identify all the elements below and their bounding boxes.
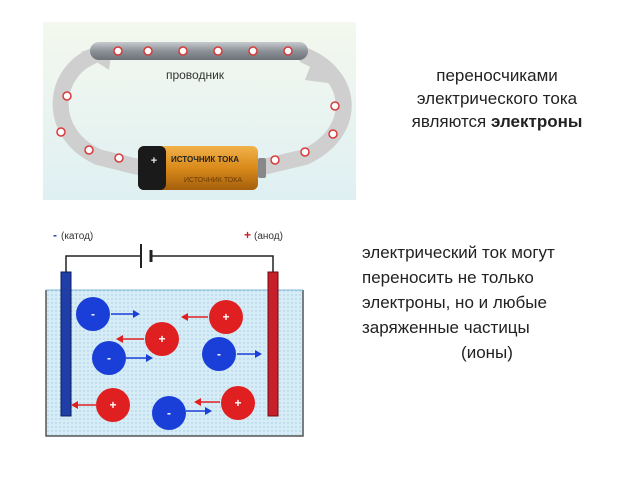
cathode-electrode bbox=[60, 271, 72, 417]
electron bbox=[300, 147, 310, 157]
ion-sign: - bbox=[217, 347, 221, 361]
ion-negative: - bbox=[152, 396, 212, 430]
anode-label: (анод) bbox=[254, 231, 283, 242]
ion-negative: - bbox=[92, 341, 153, 375]
caption-prefix: являются bbox=[411, 112, 491, 131]
caption-line: электрический ток могут bbox=[362, 243, 555, 262]
electron bbox=[62, 91, 72, 101]
electron bbox=[283, 46, 293, 56]
caption-bold-word: электроны bbox=[490, 112, 583, 131]
circuit-wire bbox=[151, 255, 274, 272]
battery-label-faded: ИСТОЧНИК ТОКА bbox=[184, 177, 242, 184]
loop-arrowhead-right bbox=[305, 54, 335, 84]
caption-electrons: переносчиками электрического тока являют… bbox=[372, 64, 622, 133]
tank-wall bbox=[45, 290, 304, 437]
electron bbox=[213, 46, 223, 56]
loop-electrons bbox=[56, 91, 340, 165]
ion-positive: + bbox=[194, 386, 255, 420]
caption-line: переносить не только bbox=[362, 268, 534, 287]
ion-negative: - bbox=[76, 297, 140, 331]
circuit-wire bbox=[65, 255, 141, 272]
cathode-sign: - bbox=[53, 228, 57, 242]
electrolysis-diagram: - (катод) + (анод) - + + - - bbox=[43, 206, 306, 442]
ion-sign: - bbox=[167, 406, 171, 420]
electron bbox=[56, 127, 66, 137]
electron bbox=[328, 129, 338, 139]
anode-electrode bbox=[267, 271, 279, 417]
electron bbox=[114, 153, 124, 163]
electron bbox=[178, 46, 188, 56]
electron bbox=[330, 101, 340, 111]
rod-electrons bbox=[113, 46, 293, 56]
ion-sign: - bbox=[91, 307, 95, 321]
caption-line: являются электроны bbox=[372, 110, 622, 133]
ion-positive: + bbox=[116, 322, 179, 356]
conductor-label: проводник bbox=[166, 68, 225, 82]
anode-sign: + bbox=[244, 228, 251, 242]
caption-line: электрического тока bbox=[416, 89, 578, 108]
electron bbox=[113, 46, 123, 56]
caption-line: электроны, но и любые bbox=[362, 293, 547, 312]
caption-ions: электрический ток могут переносить не то… bbox=[362, 240, 630, 365]
cathode-label: (катод) bbox=[61, 231, 93, 242]
electron bbox=[248, 46, 258, 56]
ion-negative: - bbox=[202, 337, 262, 371]
ion-sign: + bbox=[222, 310, 229, 324]
caption-line: заряженные частицы bbox=[362, 318, 530, 337]
battery: ИСТОЧНИК ТОКА + ИСТОЧНИК ТОКА bbox=[138, 146, 266, 190]
electron bbox=[84, 145, 94, 155]
battery-plus: + bbox=[151, 155, 157, 167]
caption-line: (ионы) bbox=[461, 343, 513, 362]
ion-positive: + bbox=[71, 388, 130, 422]
battery-label: ИСТОЧНИК ТОКА bbox=[171, 155, 239, 164]
ion-sign: + bbox=[158, 332, 165, 346]
electron bbox=[143, 46, 153, 56]
ion-sign: + bbox=[234, 396, 241, 410]
caption-line: переносчиками bbox=[436, 66, 558, 85]
electron bbox=[270, 155, 280, 165]
ion-positive: + bbox=[181, 300, 243, 334]
conductor-battery-diagram: проводник ИСТОЧНИК ТОКА + ИСТОЧНИК ТОКА bbox=[43, 22, 356, 200]
ion-sign: + bbox=[109, 398, 116, 412]
ion-sign: - bbox=[107, 351, 111, 365]
